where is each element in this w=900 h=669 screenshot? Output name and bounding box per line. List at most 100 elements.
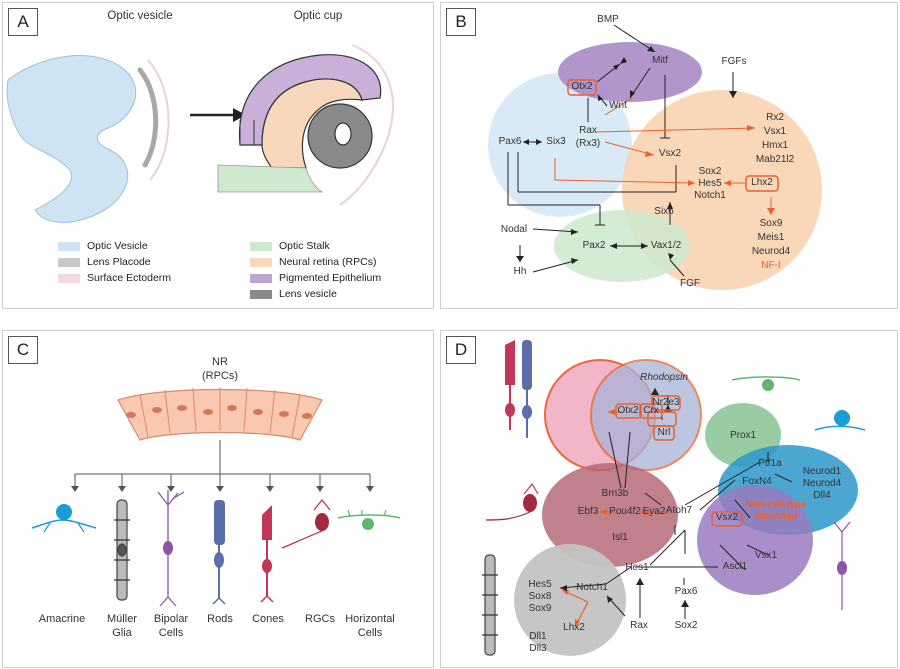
gene-d-isl1: Isl1 — [612, 532, 628, 543]
panel-d-amacrine-icon — [814, 410, 866, 431]
gene-pax2: Pax2 — [582, 240, 606, 251]
gene-d-lhx2: Lhx2 — [563, 622, 585, 633]
rgc-cell-icon — [281, 498, 331, 549]
gene-d-atoh7: Atoh7 — [665, 505, 693, 516]
muller-glia-icon — [114, 499, 130, 601]
panel-d-horizontal-icon — [731, 376, 801, 391]
gene-hes5: Hes5 — [698, 178, 722, 189]
gene-d-vsx1: Vsx1 — [754, 550, 778, 561]
gene-pax6: Pax6 — [498, 136, 522, 147]
gene-bmp: BMP — [597, 14, 619, 25]
gene-d-brn3b: Brn3b — [601, 488, 629, 499]
gene-d-rax: Rax — [630, 620, 648, 631]
gene-hmx1: Hmx1 — [761, 140, 789, 151]
cell-rgcs: RGCs — [305, 613, 335, 625]
gene-d-dll1: Dll1 — [529, 631, 547, 642]
gene-d-ascl1: Ascl1 — [722, 561, 748, 572]
gene-lhx2: Lhx2 — [751, 177, 773, 188]
gene-d-nr2e3: Nr2e3 — [652, 397, 680, 408]
cell-horizontal-2: Cells — [357, 627, 383, 639]
gene-d-otx2: Otx2 — [617, 405, 639, 416]
gene-d-ptf1a: Ptf1a — [758, 458, 782, 469]
gene-d-vsx2: Vsx2 — [715, 512, 739, 523]
panel-d-rgc-icon — [485, 482, 539, 521]
cell-amacrine: Amacrine — [38, 613, 86, 625]
legend-neural-retina: Neural retina (RPCs) — [250, 256, 376, 268]
gene-neurod4: Neurod4 — [751, 246, 791, 257]
gene-nodal: Nodal — [500, 224, 528, 235]
muller-circle — [514, 544, 626, 656]
gene-d-hes5: Hes5 — [528, 579, 552, 590]
gene-rx2: Rx2 — [766, 112, 784, 123]
surface-ectoderm-arc — [339, 44, 394, 206]
gene-d-neurod1: Neurod1 — [802, 466, 842, 477]
cell-muller-2: Glia — [112, 627, 132, 639]
gene-meis1: Meis1 — [757, 232, 785, 243]
gene-d-rhodopsin: Rhodopsin — [640, 372, 688, 383]
gene-d-hes1: Hes1 — [625, 562, 649, 573]
panel-d-label: D — [446, 336, 476, 364]
gene-d-nrl: Nrl — [657, 427, 671, 438]
legend-optic-stalk: Optic Stalk — [250, 240, 330, 252]
gene-sox2: Sox2 — [698, 166, 722, 177]
panel-c-label: C — [8, 336, 38, 364]
rgc-ellipse — [542, 463, 678, 567]
cell-bipolar-2: Cells — [158, 627, 184, 639]
gene-d-dll3: Dll3 — [529, 643, 547, 654]
gene-d-foxn4: FoxN4 — [742, 476, 772, 487]
optic-vesicle-shape — [6, 55, 137, 223]
gene-vsx2: Vsx2 — [658, 148, 682, 159]
gene-d-new2: identified — [754, 511, 798, 522]
rod-cell-icon — [212, 500, 226, 605]
surface-ectoderm-shape — [147, 59, 170, 181]
gene-mab21l2: Mab21l2 — [755, 154, 795, 165]
panel-a-label: A — [8, 8, 38, 36]
gene-notch1: Notch1 — [694, 190, 726, 201]
cell-bipolar: Bipolar — [153, 613, 189, 625]
legend-optic-vesicle: Optic Vesicle — [58, 240, 148, 252]
panel-b-label: B — [446, 8, 476, 36]
legend-lens-placode: Lens Placode — [58, 256, 151, 268]
gene-otx2: Otx2 — [571, 81, 593, 92]
gene-vsx1: Vsx1 — [763, 126, 787, 137]
gene-d-pax6: Pax6 — [674, 586, 698, 597]
cell-muller: Müller — [107, 613, 137, 625]
gene-d-new1: New cell-type — [745, 499, 807, 510]
gene-fgf: FGF — [680, 278, 700, 289]
gene-six3: Six3 — [546, 136, 566, 147]
panel-d-cone-icon — [505, 340, 515, 430]
panel-d-rod-icon — [522, 340, 532, 438]
optic-stalk-shape — [217, 164, 324, 193]
gene-d-notch1: Notch1 — [576, 582, 608, 593]
legend-lens-vesicle: Lens vesicle — [250, 288, 337, 300]
gene-rx3: (Rx3) — [575, 138, 601, 149]
cell-rods: Rods — [207, 613, 233, 625]
rod-circle — [590, 359, 702, 471]
legend-surface-ectoderm: Surface Ectoderm — [58, 272, 171, 284]
cell-cones: Cones — [252, 613, 284, 625]
gene-hh: Hh — [513, 266, 527, 277]
gene-d-sox2: Sox2 — [674, 620, 698, 631]
legend-pigmented-epithelium: Pigmented Epithelium — [250, 272, 381, 284]
cone-cell-icon — [260, 505, 274, 603]
gene-d-pou4f2: Pou4f2 — [609, 506, 641, 517]
optic-vesicle-title: Optic vesicle — [107, 10, 173, 22]
amacrine-cell-icon — [31, 504, 97, 533]
gene-d-crx: Crx — [643, 405, 659, 416]
gene-sox9: Sox9 — [759, 218, 783, 229]
lens-placode-shape — [137, 67, 159, 168]
rpe-ellipse — [558, 42, 702, 102]
panel-c — [2, 330, 434, 668]
gene-d-dll4: Dll4 — [813, 490, 831, 501]
nr-subtitle: (RPCs) — [201, 370, 239, 382]
gene-d-neurod4: Neurod4 — [802, 478, 842, 489]
gene-fgfs: FGFs — [721, 56, 747, 67]
gene-rax: Rax — [579, 125, 597, 136]
horizontal-cell-icon — [337, 509, 401, 530]
gene-six6: Six6 — [654, 206, 674, 217]
gene-d-sox8: Sox8 — [528, 591, 552, 602]
